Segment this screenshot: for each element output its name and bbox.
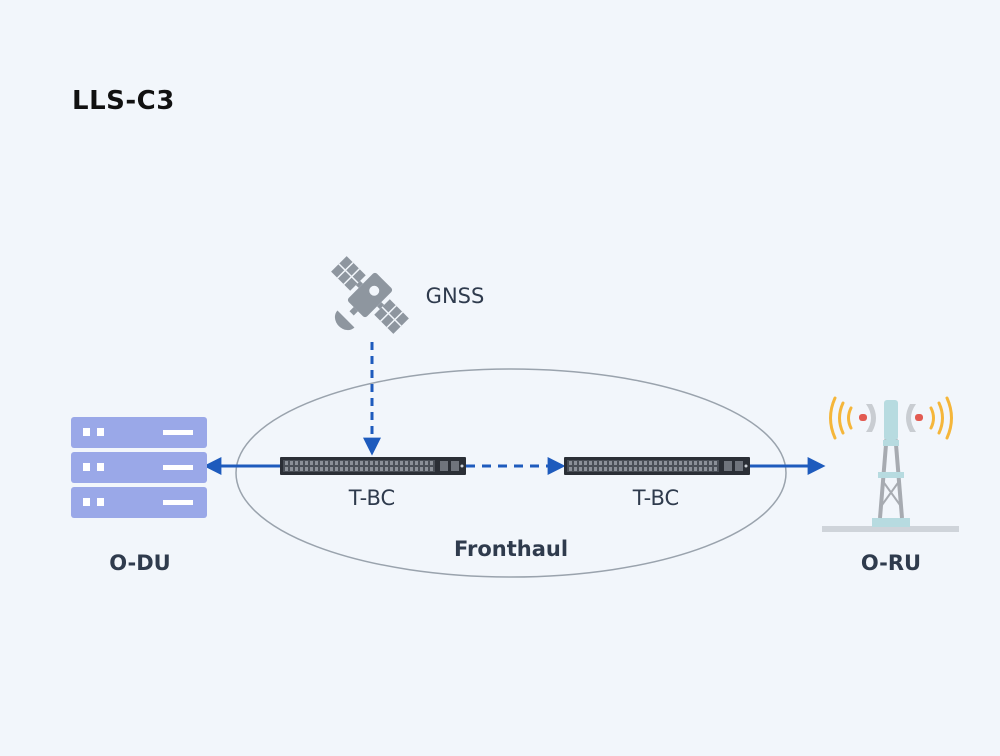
gnss-label: GNSS	[425, 284, 485, 308]
tbc-label-left: T-BC	[348, 486, 396, 510]
network-switch-icon	[564, 457, 750, 475]
satellite-icon	[331, 256, 409, 334]
tbc-label-right: T-BC	[632, 486, 680, 510]
odu-label: O-DU	[109, 551, 171, 575]
server-stack-icon	[71, 417, 207, 518]
fronthaul-label: Fronthaul	[453, 537, 569, 561]
network-switch-icon	[280, 457, 466, 475]
radio-tower-icon	[822, 396, 959, 532]
fronthaul-ellipse	[235, 368, 787, 578]
diagram-title: LLS-C3	[72, 86, 175, 116]
oru-label: O-RU	[860, 551, 922, 575]
